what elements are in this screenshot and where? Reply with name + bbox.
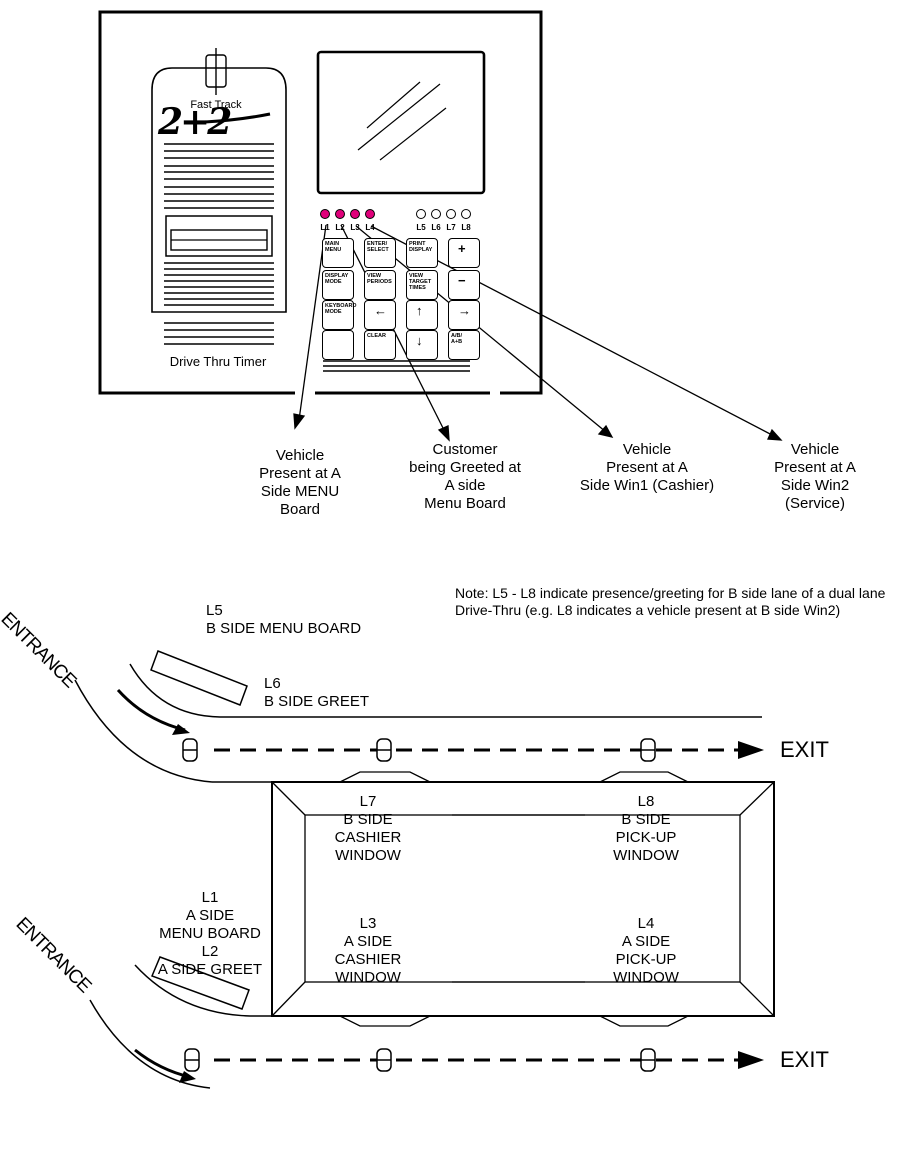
key-label: PRINT DISPLAY xyxy=(409,241,433,253)
timer-faceplate xyxy=(151,67,287,313)
display-mode-key[interactable]: DISPLAY MODE xyxy=(322,270,354,300)
device-housing xyxy=(98,10,543,395)
led-l4 xyxy=(365,209,375,219)
entry-arrow-bottom xyxy=(134,1048,191,1079)
led-l1 xyxy=(320,209,330,219)
key-label: → xyxy=(458,303,471,318)
key-label: ENTER/ SELECT xyxy=(367,241,389,253)
right-arrow-key[interactable]: → xyxy=(448,300,480,330)
key-label: ↓ xyxy=(416,333,423,348)
down-arrow-key[interactable]: ↓ xyxy=(406,330,438,360)
key-label: ↑ xyxy=(416,303,423,318)
b-cashier-window-label: L7 B SIDE CASHIER WINDOW xyxy=(334,793,402,864)
led-label-l5: L5 xyxy=(416,223,426,232)
led-label-l4: L4 xyxy=(365,223,375,232)
key-label: CLEAR xyxy=(367,333,386,339)
led-l8 xyxy=(461,209,471,219)
led-label-l8: L8 xyxy=(461,223,471,232)
led-l3 xyxy=(350,209,360,219)
up-arrow-key[interactable]: ↑ xyxy=(406,300,438,330)
led-label-l7: L7 xyxy=(446,223,456,232)
drive-thru-layout xyxy=(74,650,775,1089)
clear-key[interactable]: CLEAR xyxy=(364,330,396,360)
callout-l3: Vehicle Present at A Side Win1 (Cashier) xyxy=(579,441,715,494)
enter-select-key[interactable]: ENTER/ SELECT xyxy=(364,238,396,268)
display-screen xyxy=(316,50,486,195)
minus-key[interactable]: − xyxy=(448,270,480,300)
led-l5 xyxy=(416,209,426,219)
building xyxy=(271,781,775,1017)
callout-l4: Vehicle Present at A Side Win2 (Service) xyxy=(774,441,856,512)
key-label: KEYBOARD MODE xyxy=(325,303,357,315)
blank-key[interactable] xyxy=(322,330,354,360)
keyboard-mode-key[interactable]: KEYBOARD MODE xyxy=(322,300,357,330)
key-label: DISPLAY MODE xyxy=(325,273,349,285)
a-cashier-window-label: L3 A SIDE CASHIER WINDOW xyxy=(334,915,402,986)
timer-device xyxy=(98,10,543,396)
print-display-key[interactable]: PRINT DISPLAY xyxy=(406,238,438,268)
b-pickup-window-label: L8 B SIDE PICK-UP WINDOW xyxy=(613,793,679,864)
left-arrow-key[interactable]: ← xyxy=(364,300,396,330)
key-label: + xyxy=(458,241,466,256)
ab-toggle-key[interactable]: A/B/ A+B xyxy=(448,330,480,360)
plus-key[interactable]: + xyxy=(448,238,480,268)
brand-logo: 2+2 xyxy=(158,101,232,143)
a-menu-greet-label: L1 A SIDE MENU BOARD L2 A SIDE GREET xyxy=(157,889,263,978)
entry-arrow-top xyxy=(116,688,186,732)
b-menu-board-label: L5 B SIDE MENU BOARD xyxy=(206,602,362,637)
led-l7 xyxy=(446,209,456,219)
a-menu-board xyxy=(151,956,250,1010)
key-label: VIEW TARGET TIMES xyxy=(409,273,432,291)
callout-l1: Vehicle Present at A Side MENU Board xyxy=(259,447,341,518)
key-label: MAIN MENU xyxy=(325,241,342,253)
exit-label-bottom: EXIT xyxy=(780,1047,829,1072)
main-menu-key[interactable]: MAIN MENU xyxy=(322,238,354,268)
key-label: VIEW PERIODS xyxy=(367,273,392,285)
view-periods-key[interactable]: VIEW PERIODS xyxy=(364,270,396,300)
key-label: ← xyxy=(374,303,387,318)
led-label-l2: L2 xyxy=(335,223,345,232)
exit-label-top: EXIT xyxy=(780,737,829,762)
device-caption: Drive Thru Timer xyxy=(169,354,267,369)
a-pickup-window-label: L4 A SIDE PICK-UP WINDOW xyxy=(613,915,679,986)
key-label: A/B/ A+B xyxy=(451,333,463,345)
key-label: − xyxy=(458,273,466,288)
logo-swoosh xyxy=(204,112,271,124)
led-label-l3: L3 xyxy=(350,223,360,232)
led-label-l6: L6 xyxy=(431,223,441,232)
view-target-times-key[interactable]: VIEW TARGET TIMES xyxy=(406,270,438,300)
led-label-l1: L1 xyxy=(320,223,330,232)
brand-small: Fast Track xyxy=(190,99,242,111)
callout-l2: Customer being Greeted at A side Menu Bo… xyxy=(409,441,521,512)
lane-paths xyxy=(182,738,764,1072)
led-l2 xyxy=(335,209,345,219)
b-greet-label: L6 B SIDE GREET xyxy=(264,675,370,710)
note-text: Note: L5 - L8 indicate presence/greeting… xyxy=(455,585,886,618)
led-l6 xyxy=(431,209,441,219)
b-menu-board xyxy=(150,650,248,706)
